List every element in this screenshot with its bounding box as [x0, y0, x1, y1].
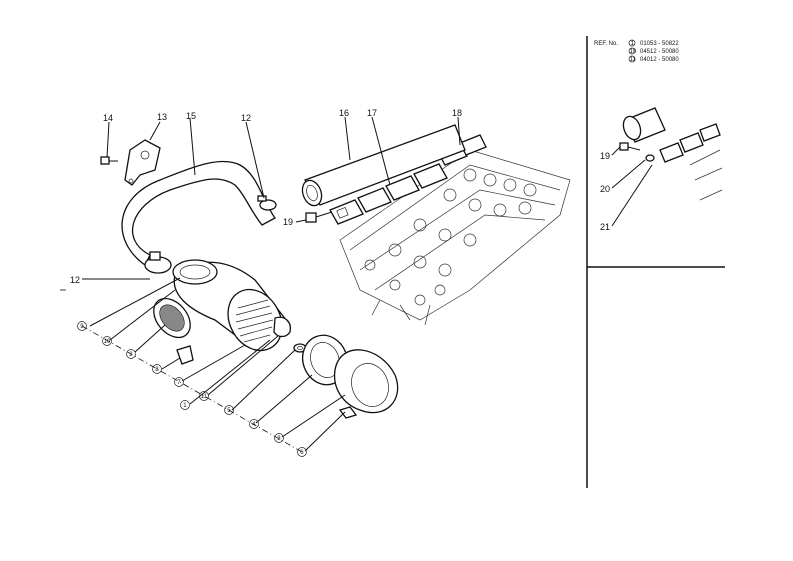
callout-6: 6 — [300, 450, 304, 456]
callout-17: 17 — [367, 108, 377, 118]
callout-12-upper: 12 — [241, 113, 251, 123]
ref-block: REF. No. 1 01053 - 50822 10 04512 - 5008… — [594, 39, 679, 63]
inset-callout-19: 19 — [600, 151, 610, 161]
inset-callout-21: 21 — [600, 222, 610, 232]
callout-15: 15 — [186, 111, 196, 121]
callouts-main: 14 13 15 12 16 17 18 19 12 — [70, 108, 462, 285]
callout-9: 9 — [80, 324, 84, 330]
callout-19: 19 — [283, 217, 293, 227]
ref-row-3-code: 04012 - 50080 — [640, 57, 679, 63]
leader-lines — [82, 116, 461, 452]
bolt-14 — [100, 156, 118, 165]
screen-2 — [153, 297, 191, 339]
callout-13: 13 — [157, 112, 167, 122]
callout-14: 14 — [103, 113, 113, 123]
washer-5 — [293, 343, 307, 353]
callout-16: 16 — [339, 108, 349, 118]
ref-row-3-id: 11 — [630, 57, 637, 63]
bracket-13 — [124, 139, 161, 186]
ref-row-1-code: 01053 - 50822 — [640, 41, 679, 47]
callout-1: 1 — [183, 403, 187, 409]
inset-callout-20: 20 — [600, 184, 610, 194]
callout-3: 3 — [277, 436, 281, 442]
callout-11: 11 — [201, 394, 208, 400]
air-filter-element — [227, 288, 283, 352]
engine-cylinder-head — [339, 149, 571, 326]
callout-18: 18 — [452, 108, 462, 118]
callouts-circled: 9 10 2 8 7 1 11 5 4 3 6 — [77, 321, 307, 457]
valve-8 — [176, 345, 194, 365]
assembly-lines — [60, 289, 303, 453]
callout-5: 5 — [227, 408, 231, 414]
ref-row-2-id: 10 — [630, 49, 637, 55]
callout-8: 8 — [155, 367, 159, 373]
callout-10: 10 — [104, 339, 111, 345]
wing-nut-11 — [273, 316, 291, 338]
ref-title: REF. No. — [594, 41, 618, 47]
callout-12-lower: 12 — [70, 275, 80, 285]
clamp-12-lower — [144, 251, 172, 274]
ref-row-2-code: 04512 - 50080 — [640, 49, 679, 55]
clamp-12-upper — [257, 195, 277, 211]
callout-7: 7 — [177, 380, 181, 386]
callout-4: 4 — [252, 422, 256, 428]
callout-2: 2 — [129, 352, 133, 358]
inset-drawing: 19 20 21 — [600, 107, 723, 232]
cover-3 — [333, 349, 399, 414]
bolt-19 — [305, 211, 333, 223]
hose-15 — [121, 160, 276, 266]
band-6 — [338, 406, 358, 419]
ref-row-1-id: 1 — [631, 41, 635, 47]
